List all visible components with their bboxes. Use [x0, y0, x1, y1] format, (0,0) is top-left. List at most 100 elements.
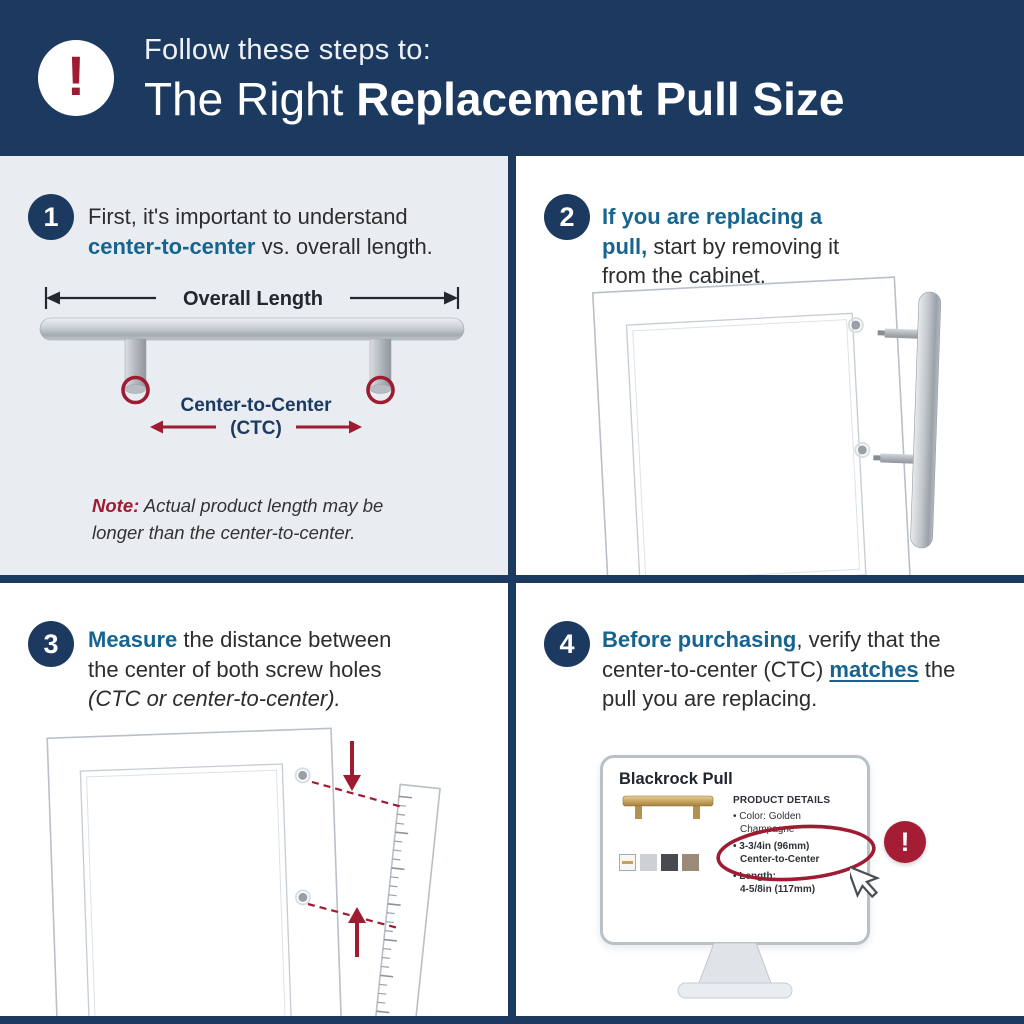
detail-ctc: • 3-3/4in (96mm) Center-to-Center: [733, 841, 857, 866]
step-3-panel: 3 Measure the distance between the cente…: [0, 583, 508, 1016]
thumbnail-1: [619, 854, 636, 871]
alert-badge: !: [884, 821, 926, 863]
post-base-left: [124, 384, 147, 394]
thumbnail-2: [640, 854, 657, 871]
screw-hole-top: [298, 770, 308, 780]
header-subtitle: Follow these steps to:: [144, 34, 432, 66]
step-3-text: Measure the distance between the center …: [88, 625, 418, 714]
screw-hole-top: [851, 320, 861, 330]
screw-hole-ring-top: [294, 767, 311, 784]
step-3-text-italic: (CTC or center-to-center).: [88, 686, 341, 711]
step-1-panel: 1 First, it's important to understand ce…: [0, 156, 508, 575]
gold-pull-image: [622, 795, 714, 819]
step-3-text-part2: the distance between the center of both …: [88, 627, 392, 682]
product-row: PRODUCT DETAILS • Color: Golden Champagn…: [619, 793, 857, 901]
detail-ctc-line2: Center-to-Center: [740, 853, 820, 865]
step-1-text-part1: First, it's important to understand: [88, 204, 408, 229]
thumbnail-4: [682, 854, 699, 871]
step-4-text: Before purchasing, verify that the cente…: [602, 625, 976, 714]
arrow-up: [348, 907, 366, 923]
alert-circle: !: [38, 40, 114, 116]
highlight-circle-right: [366, 375, 395, 405]
pull-bar: [39, 317, 465, 341]
detail-length: • Length: 4-5/8in (117mm): [733, 871, 857, 896]
dashed-guide-top: [311, 780, 403, 809]
detail-length-line2: 4-5/8in (117mm): [740, 883, 816, 895]
ruler-short-ticks: [375, 804, 407, 1016]
removed-pull: [873, 291, 942, 549]
screw-hole-bottom: [857, 445, 867, 455]
overall-length-label: Overall Length: [183, 288, 323, 310]
measure-arrows: [343, 741, 366, 957]
step-4-text-part2: , verify that the center-to-center (CTC): [602, 627, 941, 682]
arrowhead-right: [444, 291, 458, 305]
note-body: Actual product length may be longer than…: [92, 495, 384, 543]
product-details-column: PRODUCT DETAILS • Color: Golden Champagn…: [731, 793, 857, 901]
dashed-guide-bottom: [307, 902, 399, 930]
product-page-monitor: Blackrock Pull: [600, 755, 870, 945]
step-4-panel: 4 Before purchasing, verify that the cen…: [516, 583, 1024, 1016]
header-text: Follow these steps to: The Right Replace…: [144, 34, 845, 122]
step-4-text-highlight: Before purchasing: [602, 627, 797, 652]
screw-hole-bottom: [298, 892, 308, 902]
step-1-text-highlight: center-to-center: [88, 233, 256, 259]
product-title: Blackrock Pull: [619, 770, 733, 788]
cabinet-door: [46, 727, 343, 1016]
detail-color-line1: • Color: Golden: [733, 811, 801, 822]
step-4-text-link: matches: [829, 656, 919, 682]
step-1-text-part2: vs. overall length.: [255, 233, 433, 259]
screw-hole-ring-bottom: [854, 441, 871, 458]
post-base-right: [369, 384, 392, 394]
pull-measurement-diagram: Overall Length Center-to-Center (CTC): [39, 287, 465, 439]
cabinet-door-illustration: [591, 276, 942, 575]
exclamation-icon: !: [66, 44, 86, 107]
screw-top: [884, 328, 921, 339]
step-4-number: 4: [544, 621, 590, 667]
ruler-long-ticks: [376, 795, 413, 1014]
highlight-circle-left: [121, 375, 150, 405]
cabinet-door: [591, 276, 913, 575]
step-1-text: First, it's important to understand cent…: [88, 202, 460, 261]
detail-length-line1: • Length:: [733, 871, 776, 882]
detail-color: • Color: Golden Champagne: [733, 811, 857, 836]
arrow-down: [343, 775, 361, 791]
steps-grid: 1 First, it's important to understand ce…: [0, 156, 1024, 1024]
step-3-text-highlight: Measure: [88, 627, 178, 652]
mouse-cursor-icon: [850, 863, 881, 899]
ctc-arrowhead-left: [150, 420, 163, 434]
screw-hole-ring-top: [847, 317, 864, 334]
screw-tip-top: [877, 330, 887, 336]
step-1-number: 1: [28, 194, 74, 240]
note-label: Note:: [92, 495, 140, 516]
step-2-text-highlight: If you are replacing a pull,: [602, 204, 823, 259]
pull-bar-vertical: [910, 291, 942, 549]
screw-hole-ring-bottom: [294, 889, 311, 906]
measuring-illustration: [46, 727, 441, 1016]
product-details-header: PRODUCT DETAILS: [733, 795, 831, 806]
step-2-number: 2: [544, 194, 590, 240]
detail-ctc-line1: • 3-3/4in (96mm): [733, 841, 810, 852]
ctc-label-line2: (CTC): [230, 418, 282, 439]
ctc-arrowhead-right: [349, 420, 362, 434]
exclamation-icon: !: [900, 826, 910, 857]
header: ! Follow these steps to: The Right Repla…: [0, 0, 1024, 156]
screw-bottom: [880, 453, 917, 464]
title-bold: Replacement Pull Size: [356, 73, 845, 125]
thumbnail-pull-icon: [622, 861, 633, 864]
product-thumbnails: [619, 854, 731, 871]
step-3-number: 3: [28, 621, 74, 667]
step-2-text-part2: start by removing it from the cabinet.: [602, 233, 840, 289]
step-4-text-part3: the pull you are replacing.: [602, 656, 956, 712]
step-2-text: If you are replacing a pull, start by re…: [602, 202, 850, 291]
title-regular: The Right: [144, 73, 357, 125]
monitor-stand: [677, 943, 793, 999]
ctc-label-line1: Center-to-Center: [181, 395, 333, 416]
ruler: [373, 783, 441, 1016]
note-text: Note: Actual product length may be longe…: [92, 492, 414, 546]
arrowhead-left: [46, 291, 60, 305]
detail-color-line2: Champagne: [740, 823, 795, 835]
page-title: The Right Replacement Pull Size: [144, 76, 845, 122]
step-2-panel: 2 If you are replacing a pull, start by …: [516, 156, 1024, 575]
product-image-column: [619, 793, 731, 901]
